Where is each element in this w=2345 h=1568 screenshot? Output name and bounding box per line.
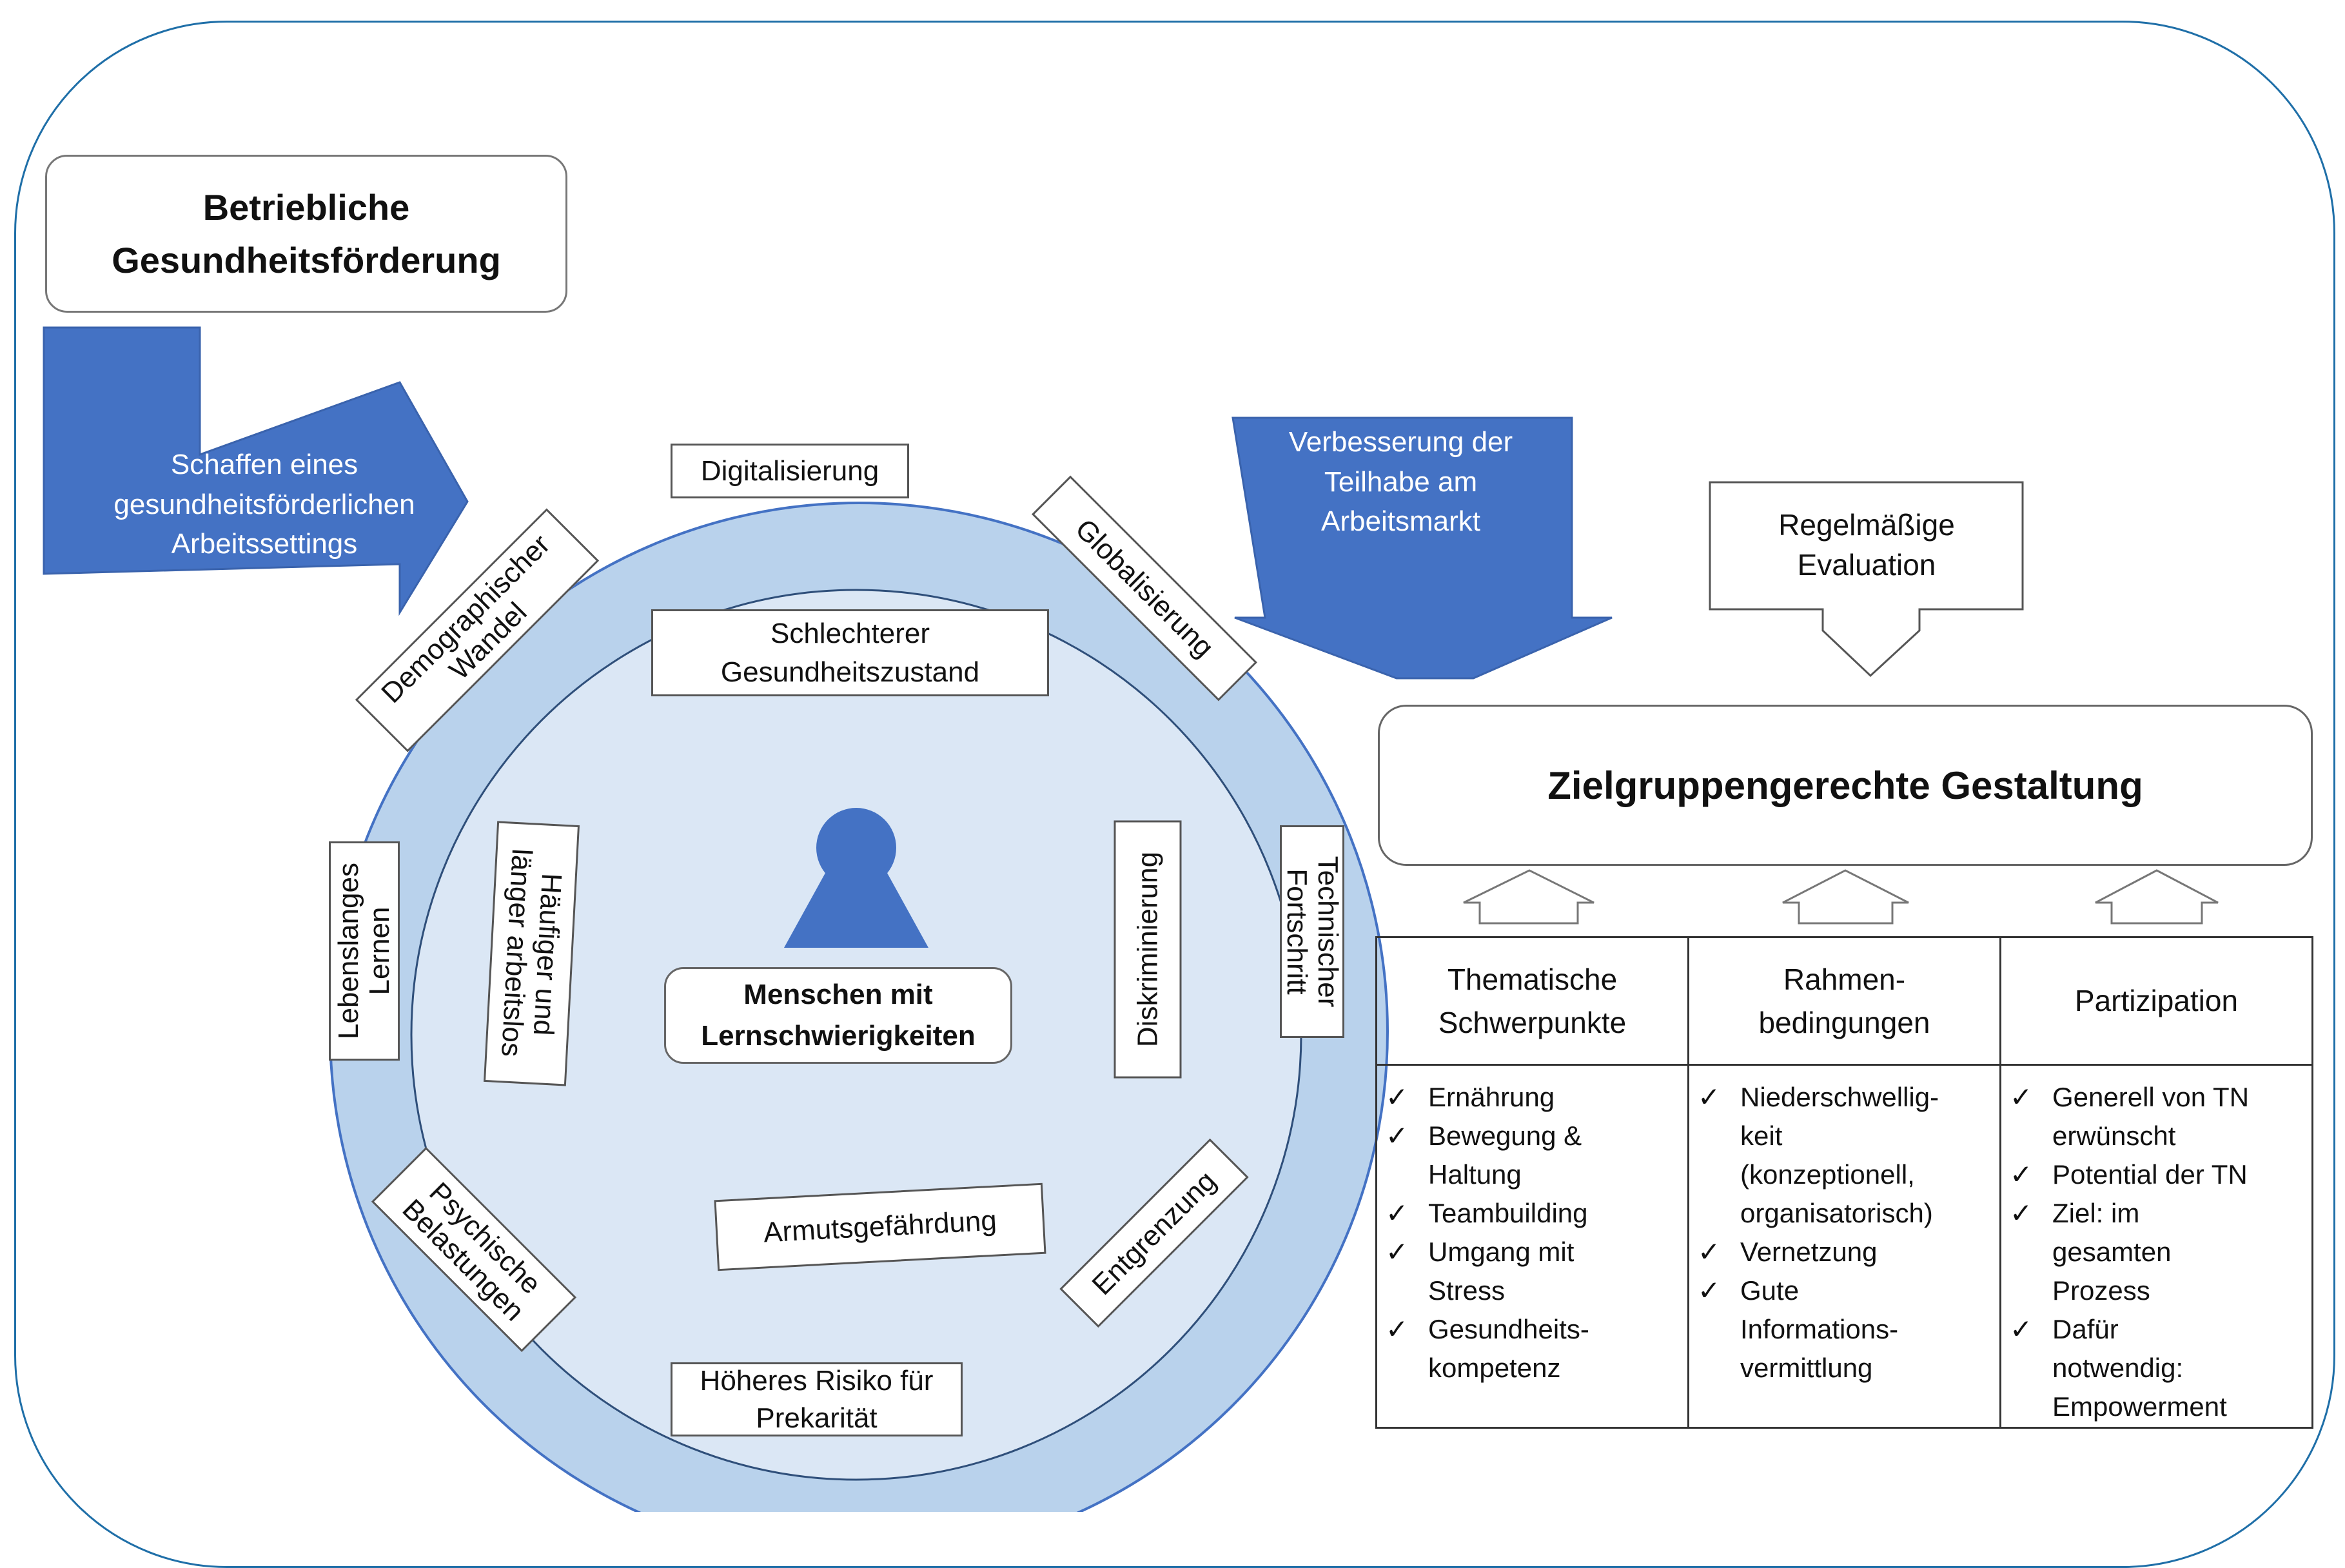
diagram-canvas: Betriebliche Gesundheitsförderung Schaff… xyxy=(14,21,2335,1568)
factor-prekaritaet: Höheres Risiko für Prekarität xyxy=(671,1362,963,1436)
target-group-box: Zielgruppengerechte Gestaltung xyxy=(1378,705,2313,866)
keyhole-body xyxy=(784,867,928,948)
down-arrow-label: Verbesserung der Teilhabe am Arbeitsmark… xyxy=(1288,426,1513,538)
col-header-rahmenbedingungen: Rahmen- bedingungen xyxy=(1687,936,2001,1066)
check-icon: ✓ xyxy=(1386,1082,1409,1112)
list-item: ✓Dafür notwendig: Empowerment xyxy=(2010,1310,2304,1426)
factor-arbeitslos: Häufiger und länger arbeitslos xyxy=(483,821,580,1086)
list-item: ✓Teambuilding xyxy=(1386,1194,1680,1233)
left-big-arrow xyxy=(43,326,469,616)
left-arrow-label: Schaffen eines gesundheitsförderlichen A… xyxy=(113,449,415,560)
list-item: ✓Vernetzung xyxy=(1698,1233,1992,1271)
evaluation-label: Regelmäßige Evaluation xyxy=(1778,507,1955,582)
check-icon: ✓ xyxy=(1698,1082,1721,1112)
col-list-partizipation: ✓Generell von TN erwünscht ✓Potential de… xyxy=(1999,1063,2313,1429)
check-icon: ✓ xyxy=(1698,1275,1721,1306)
center-label: Menschen mit Lernschwierigkeiten xyxy=(664,967,1012,1064)
list-item: ✓Gesundheits- kompetenz xyxy=(1386,1310,1680,1387)
list-item: ✓Niederschwellig- keit (konzeptionell, o… xyxy=(1698,1078,1992,1233)
check-icon: ✓ xyxy=(1698,1237,1721,1268)
list-item: ✓Generell von TN erwünscht xyxy=(2010,1078,2304,1155)
factor-technischer-fortschritt: Technischer Fortschritt xyxy=(1280,825,1344,1038)
col-list-thematische: ✓Ernährung ✓Bewegung & Haltung ✓Teambuil… xyxy=(1375,1063,1689,1429)
check-icon: ✓ xyxy=(1386,1314,1409,1345)
up-arrow-col2 xyxy=(1782,869,1909,925)
down-big-arrow xyxy=(1231,416,1613,680)
col-header-thematische: Thematische Schwerpunkte xyxy=(1375,936,1689,1066)
check-icon: ✓ xyxy=(1386,1237,1409,1268)
factor-gesundheitszustand: Schlechterer Gesundheitszustand xyxy=(651,609,1049,696)
up-arrow-col1 xyxy=(1463,869,1594,925)
factor-digitalisierung: Digitalisierung xyxy=(671,444,909,498)
measures-table: Thematische Schwerpunkte Rahmen- bedingu… xyxy=(1375,936,2313,1429)
check-icon: ✓ xyxy=(2010,1198,2033,1229)
check-icon: ✓ xyxy=(1386,1198,1409,1229)
check-icon: ✓ xyxy=(2010,1159,2033,1190)
up-arrow-col3 xyxy=(2095,869,2219,925)
col-header-partizipation: Partizipation xyxy=(1999,936,2313,1066)
list-item: ✓Bewegung & Haltung xyxy=(1386,1117,1680,1194)
check-icon: ✓ xyxy=(2010,1082,2033,1112)
factor-lebenslanges-lernen: Lebenslanges Lernen xyxy=(329,841,400,1061)
list-item: ✓Umgang mit Stress xyxy=(1386,1233,1680,1310)
list-item: ✓Ernährung xyxy=(1386,1078,1680,1117)
list-item: ✓Ziel: im gesamten Prozess xyxy=(2010,1194,2304,1310)
check-icon: ✓ xyxy=(1386,1121,1409,1152)
list-item: ✓Potential der TN xyxy=(2010,1155,2304,1194)
list-item: ✓Gute Informations- vermittlung xyxy=(1698,1271,1992,1387)
check-icon: ✓ xyxy=(2010,1314,2033,1345)
factor-diskriminierung: Diskriminierung xyxy=(1114,820,1182,1079)
col-list-rahmenbedingungen: ✓Niederschwellig- keit (konzeptionell, o… xyxy=(1687,1063,2001,1429)
title-box: Betriebliche Gesundheitsförderung xyxy=(45,155,567,313)
evaluation-callout xyxy=(1709,481,2024,678)
